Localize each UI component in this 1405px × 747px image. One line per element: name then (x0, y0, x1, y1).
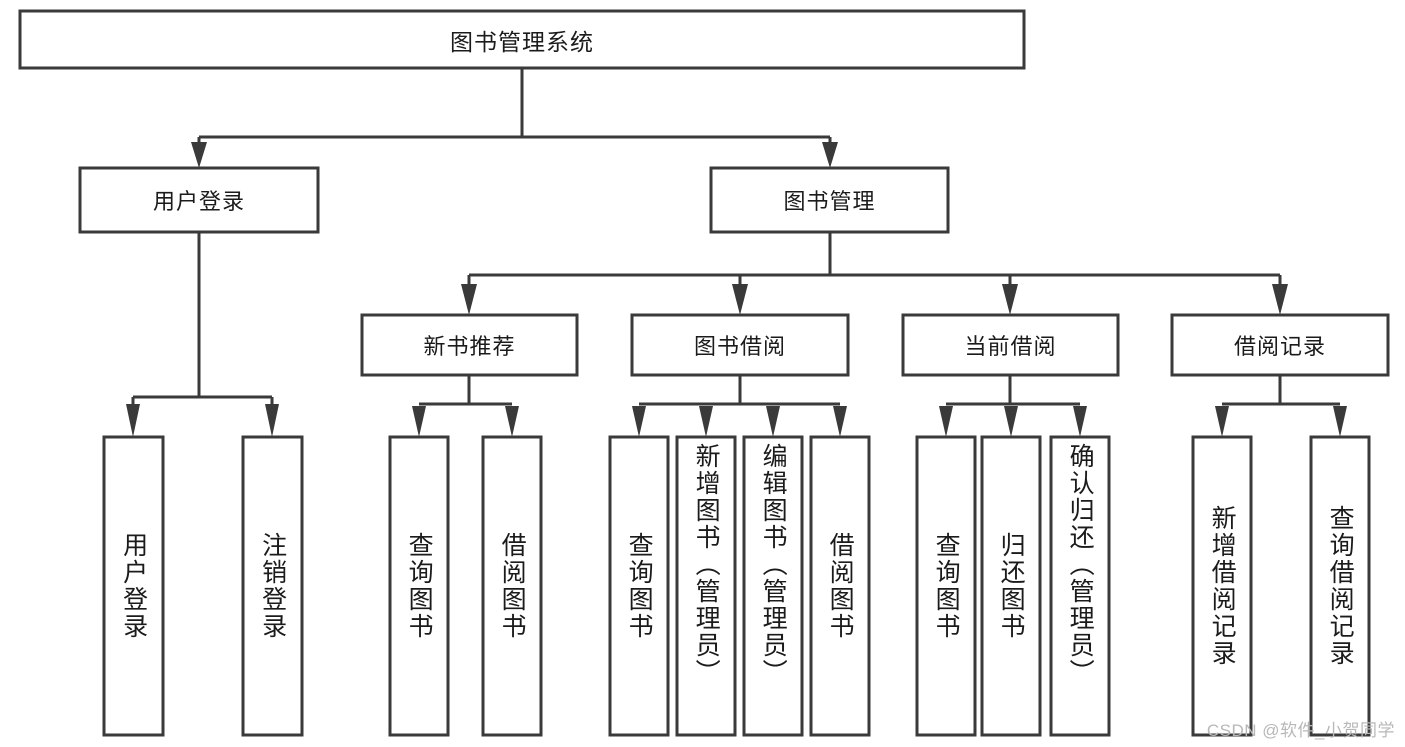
node-box-leaf-query-book-1[interactable] (388, 435, 450, 737)
node-box-book-management[interactable] (709, 166, 950, 234)
arrow-head-book-borrow (732, 284, 748, 315)
arrow-head-leaf-edit-book (766, 406, 780, 437)
node-box-leaf-query-book-3[interactable] (915, 435, 977, 737)
node-box-leaf-query-record[interactable] (1309, 435, 1371, 737)
arrow-head-current-borrow (1002, 284, 1018, 315)
connector-group-borrow-record (1215, 375, 1347, 437)
node-box-user-login[interactable] (78, 166, 320, 234)
arrow-head-leaf-user-logout (265, 404, 279, 437)
node-box-root[interactable] (18, 9, 1026, 70)
arrow-head-leaf-query-book-2 (632, 406, 646, 437)
node-box-borrow-record[interactable] (1170, 313, 1390, 377)
node-box-leaf-query-book-2[interactable] (608, 435, 670, 737)
node-box-current-borrow[interactable] (901, 313, 1120, 377)
node-box-leaf-user-login[interactable] (102, 435, 165, 737)
arrow-head-leaf-borrow-book-1 (505, 406, 519, 437)
arrow-head-leaf-return-book (1004, 406, 1018, 437)
arrow-head-borrow-record (1272, 284, 1288, 315)
arrow-head-new-book-recommend (461, 284, 477, 315)
arrow-head-leaf-query-book-3 (939, 406, 953, 437)
arrow-head-leaf-confirm-return (1073, 406, 1087, 437)
arrow-head-leaf-query-record (1333, 406, 1347, 437)
node-box-leaf-return-book[interactable] (980, 435, 1042, 737)
arrow-head-leaf-add-book (699, 406, 713, 437)
connector-group-book-management (461, 232, 1288, 315)
arrow-head-user-login (191, 142, 207, 168)
arrow-head-book-management (822, 142, 838, 168)
connector-group-new-book-recommend (412, 375, 519, 437)
node-box-new-book-recommend[interactable] (360, 313, 579, 377)
node-box-leaf-user-logout[interactable] (241, 435, 304, 737)
connector-group-book-borrow (632, 375, 847, 437)
arrow-head-leaf-add-record (1215, 406, 1229, 437)
node-box-leaf-confirm-return[interactable] (1049, 435, 1111, 737)
arrow-head-leaf-query-book-1 (412, 406, 426, 437)
node-box-book-borrow[interactable] (630, 313, 850, 377)
node-box-leaf-edit-book[interactable] (742, 435, 804, 737)
connector-group-user-login (126, 232, 279, 437)
csdn-watermark: CSDN @软件_小贺同学 (1206, 721, 1395, 740)
connector-group-root (191, 68, 838, 168)
connector-group-current-borrow (939, 375, 1087, 437)
node-box-leaf-borrow-book-2[interactable] (809, 435, 871, 737)
node-box-leaf-add-record[interactable] (1191, 435, 1253, 737)
arrow-head-leaf-borrow-book-2 (833, 406, 847, 437)
arrow-head-leaf-user-login (126, 404, 140, 437)
node-box-leaf-add-book[interactable] (675, 435, 737, 737)
node-box-leaf-borrow-book-1[interactable] (481, 435, 543, 737)
